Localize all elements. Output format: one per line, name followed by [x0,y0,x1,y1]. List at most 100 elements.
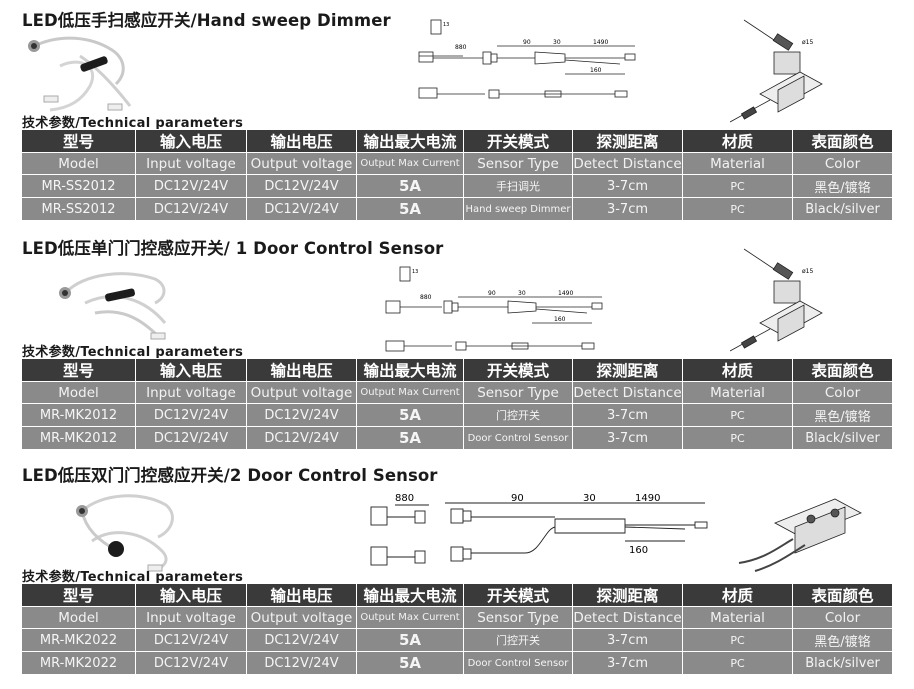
cell-sensor-type: 手扫调光 [463,174,573,198]
cell-output-voltage: DC12V/24V [246,197,357,221]
cell-material: PC [682,426,793,450]
table-row: MR-MK2012 DC12V/24V DC12V/24V 5A 门控开关 3-… [21,403,893,427]
dim-90: 90 [511,493,524,504]
cell-model: MR-SS2012 [21,197,136,221]
header-sensor-type: 开关模式 [463,583,573,607]
dim-30: 30 [583,493,596,504]
cell-color: 黑色/镀铬 [792,403,893,427]
subheader-model: Model [21,152,136,175]
subheader-material: Material [682,606,793,629]
subheader-max-current: Output Max Current [356,381,464,404]
section-title: LED低压手扫感应开关/Hand sweep Dimmer [22,11,391,30]
cell-sensor-type: Door Control Sensor [463,426,573,450]
cell-input-voltage: DC12V/24V [135,174,247,198]
subheader-input-voltage: Input voltage [135,152,247,175]
dim-phi15: ø15 [802,268,813,275]
spec-table: 型号 输入电压 输出电压 输出最大电流 开关模式 探测距离 材质 表面颜色 Mo… [21,129,893,221]
cell-output-voltage: DC12V/24V [246,628,357,652]
header-max-current: 输出最大电流 [356,129,464,153]
dim-880: 880 [455,44,467,51]
cell-sensor-type: Door Control Sensor [463,651,573,675]
cell-output-voltage: DC12V/24V [246,651,357,675]
cell-output-voltage: DC12V/24V [246,403,357,427]
cell-max-current: 5A [356,174,464,198]
wiring-diagram: 880 90 30 1490 160 [370,493,708,566]
header-output-voltage: 输出电压 [246,358,357,382]
subheader-color: Color [792,606,893,629]
subheader-material: Material [682,381,793,404]
header-color: 表面颜色 [792,129,893,153]
cell-sensor-type: 门控开关 [463,403,573,427]
cell-material: PC [682,628,793,652]
subheader-output-voltage: Output voltage [246,606,357,629]
section-subtitle: 技术参数/Technical parameters [22,345,244,360]
wiring-diagram: 880 90 30 1490 160 13 [418,19,636,99]
subheader-input-voltage: Input voltage [135,606,247,629]
section-hand-sweep-dimmer: LED低压手扫感应开关/Hand sweep Dimmer [0,0,914,228]
section-title: LED低压单门门控感应开关/ 1 Door Control Sensor [22,239,444,258]
header-detect-distance: 探测距离 [572,583,683,607]
cell-color: Black/silver [792,197,893,221]
subheader-output-voltage: Output voltage [246,152,357,175]
section-title: LED低压双门门控感应开关/2 Door Control Sensor [22,466,438,485]
header-material: 材质 [682,129,793,153]
table-row: MR-SS2012 DC12V/24V DC12V/24V 5A 手扫调光 3-… [21,174,893,198]
dim-13: 13 [412,269,418,275]
cell-sensor-type: Hand sweep Dimmer [463,197,573,221]
subheader-output-voltage: Output voltage [246,381,357,404]
wiring-diagram: 880 90 30 1490 160 13 [385,266,603,352]
table-row: MR-SS2012 DC12V/24V DC12V/24V 5A Hand sw… [21,197,893,221]
cell-max-current: 5A [356,628,464,652]
dim-90: 90 [523,39,531,46]
cell-material: PC [682,651,793,675]
dim-160: 160 [554,316,566,323]
cell-model: MR-MK2012 [21,403,136,427]
header-color: 表面颜色 [792,583,893,607]
subheader-material: Material [682,152,793,175]
subheader-max-current: Output Max Current [356,606,464,629]
cell-detect-distance: 3-7cm [572,197,683,221]
header-model: 型号 [21,358,136,382]
cell-output-voltage: DC12V/24V [246,426,357,450]
subheader-color: Color [792,152,893,175]
dim-90: 90 [488,290,496,297]
subheader-max-current: Output Max Current [356,152,464,175]
header-sensor-type: 开关模式 [463,358,573,382]
cell-material: PC [682,197,793,221]
header-model: 型号 [21,583,136,607]
cell-model: MR-MK2022 [21,628,136,652]
dim-160: 160 [590,67,602,74]
dim-30: 30 [518,290,526,297]
cell-material: PC [682,403,793,427]
header-detect-distance: 探测距离 [572,129,683,153]
section-subtitle: 技术参数/Technical parameters [22,116,244,131]
cell-max-current: 5A [356,651,464,675]
installation-diagram [738,498,862,572]
cell-color: Black/silver [792,651,893,675]
header-output-voltage: 输出电压 [246,583,357,607]
cell-max-current: 5A [356,197,464,221]
header-input-voltage: 输入电压 [135,583,247,607]
header-max-current: 输出最大电流 [356,358,464,382]
dim-1490: 1490 [635,493,660,504]
cell-max-current: 5A [356,426,464,450]
cell-detect-distance: 3-7cm [572,403,683,427]
cell-input-voltage: DC12V/24V [135,628,247,652]
section-2-door-sensor: LED低压双门门控感应开关/2 Door Control Sensor [0,455,914,689]
subheader-detect-distance: Detect Distance [572,152,683,175]
cell-detect-distance: 3-7cm [572,651,683,675]
subheader-color: Color [792,381,893,404]
table-row: MR-MK2022 DC12V/24V DC12V/24V 5A Door Co… [21,651,893,675]
header-detect-distance: 探测距离 [572,358,683,382]
cell-material: PC [682,174,793,198]
product-photo [59,272,167,340]
subheader-input-voltage: Input voltage [135,381,247,404]
dim-13: 13 [443,22,449,28]
spec-table: 型号 输入电压 输出电压 输出最大电流 开关模式 探测距离 材质 表面颜色 Mo… [21,358,893,450]
subheader-model: Model [21,381,136,404]
cell-output-voltage: DC12V/24V [246,174,357,198]
cell-model: MR-MK2022 [21,651,136,675]
cell-detect-distance: 3-7cm [572,628,683,652]
cell-input-voltage: DC12V/24V [135,651,247,675]
cell-color: 黑色/镀铬 [792,628,893,652]
